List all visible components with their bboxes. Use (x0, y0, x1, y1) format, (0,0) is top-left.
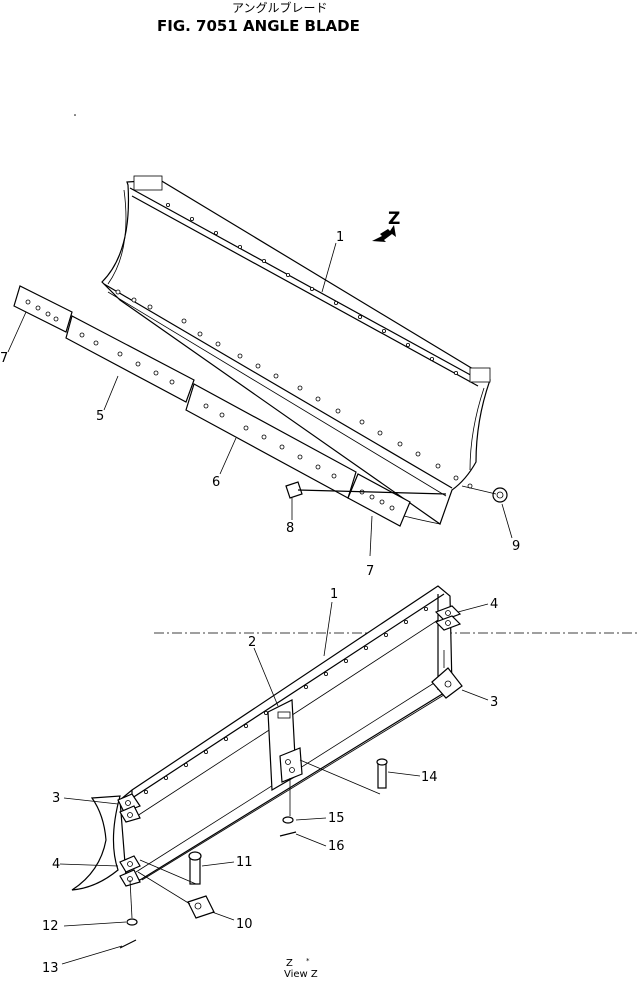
callout-6: 6 (212, 475, 220, 490)
left-lower-bracket (119, 855, 141, 887)
cutting-edge-6 (185, 383, 357, 499)
callout-2: 2 (248, 635, 256, 650)
callout-9: 9 (512, 539, 520, 554)
blade-moldboard (101, 175, 491, 525)
assembly-lines (129, 759, 381, 919)
footer-view-label: View Z (284, 969, 318, 980)
callout-10: 10 (236, 917, 253, 932)
washer-15 (282, 816, 294, 824)
washer-12 (126, 918, 138, 926)
bottom-view: 1 2 4 3 14 15 16 3 4 11 10 12 13 (42, 585, 640, 976)
view-z-marker: Z (388, 209, 400, 229)
left-upper-bracket (117, 793, 141, 823)
callout-4-right: 4 (490, 597, 498, 612)
cotter-pin-13 (119, 939, 137, 949)
end-bit-left (13, 285, 73, 333)
callout-11: 11 (236, 855, 253, 870)
pin-14 (376, 758, 388, 789)
top-view: Z 1 7 5 6 8 7 9 (0, 175, 520, 579)
moldboard-left-end (71, 795, 121, 891)
footer-z-label: Z (286, 958, 293, 969)
callout-15: 15 (328, 811, 345, 826)
end-bit-right (347, 473, 411, 527)
bottom-leaders (59, 601, 489, 965)
beam-bolts (143, 607, 428, 795)
top-leaders (7, 242, 513, 557)
bottom-edge-bolt-holes (115, 289, 473, 489)
callout-13: 13 (42, 961, 59, 976)
callout-8: 8 (286, 521, 294, 536)
right-upper-bracket (434, 605, 462, 631)
cotter-pin-16 (279, 831, 297, 837)
callout-3-right: 3 (490, 695, 498, 710)
japanese-title: アングルブレード (232, 0, 328, 15)
pin-11 (188, 851, 202, 885)
view-z-arrow (372, 225, 396, 242)
callout-14: 14 (421, 770, 438, 785)
right-lower-bracket (431, 650, 463, 699)
top-edge-bolts (165, 202, 458, 375)
callout-7-right: 7 (366, 564, 374, 579)
scan-dot (74, 114, 76, 116)
cutting-edge-5 (65, 315, 195, 403)
callout-5: 5 (96, 409, 104, 424)
callout-3-left: 3 (52, 791, 60, 806)
callout-1-bottom: 1 (330, 587, 338, 602)
callout-16: 16 (328, 839, 345, 854)
callout-7-left: 7 (0, 351, 8, 366)
link-block (187, 895, 215, 919)
centre-bracket (267, 699, 303, 792)
callout-12: 12 (42, 919, 59, 934)
nut (461, 485, 508, 503)
figure-title: FIG. 7051 ANGLE BLADE (157, 17, 360, 35)
callout-4-left: 4 (52, 857, 60, 872)
plow-bolt (285, 481, 447, 499)
footer-superscript: * (306, 957, 310, 965)
callout-1-top: 1 (336, 230, 344, 245)
